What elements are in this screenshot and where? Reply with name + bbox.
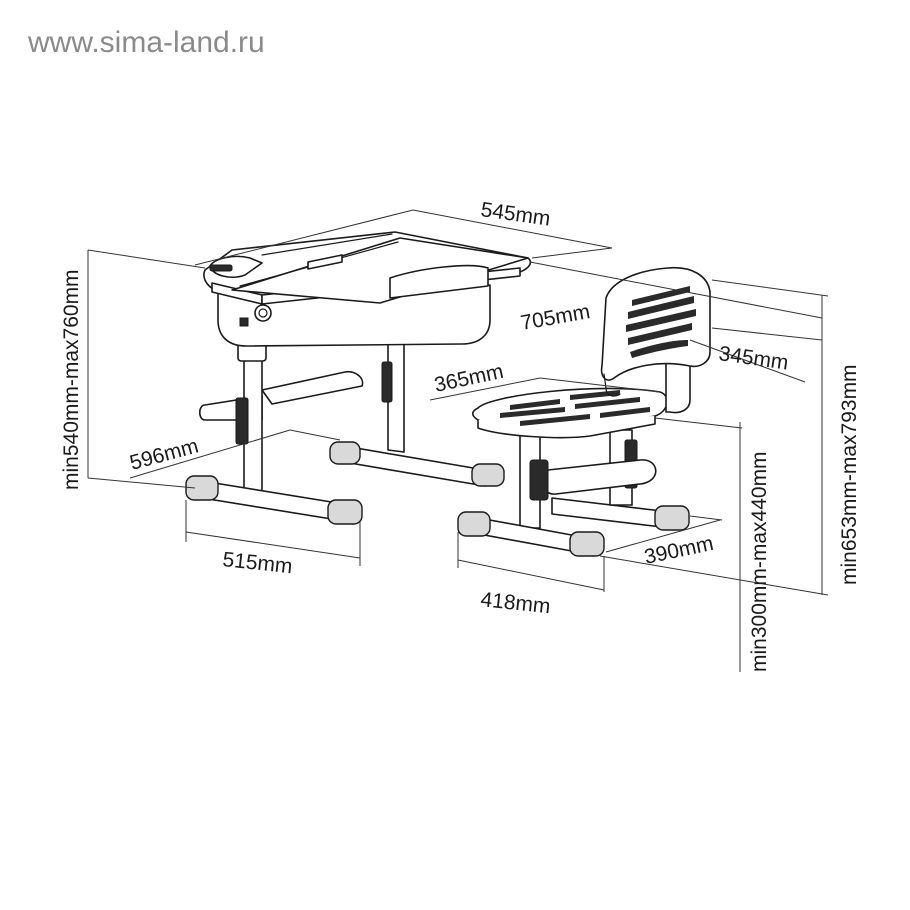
chair-base-rear — [551, 497, 690, 531]
chair-backrest — [600, 267, 711, 397]
chair-base-depth-label: 390mm — [642, 532, 715, 569]
chair-drawing — [457, 267, 711, 557]
desk-base-front — [185, 475, 363, 525]
watermark-text: www.sima-land.ru — [27, 26, 265, 59]
chair-seat-depth-label: 365mm — [432, 360, 505, 397]
desk-base-width-label: 515mm — [221, 548, 293, 578]
chair-back-width-label: 345mm — [717, 342, 790, 375]
desk-height-label: min540mm-max760mm — [60, 269, 83, 490]
desk-base-rear — [329, 441, 505, 487]
desk-top — [203, 231, 532, 305]
dimension-lines — [87, 209, 829, 672]
chair-base-front — [457, 511, 605, 557]
desk-width-label: 705mm — [519, 300, 592, 335]
chair-height-label: min653mm-max793mm — [838, 364, 861, 585]
desk-base-depth-label: 596mm — [127, 434, 201, 474]
chair-seat — [471, 387, 668, 439]
chair-seat-height-label: min300mm-max440mm — [748, 451, 771, 672]
desk-drawing — [185, 231, 532, 525]
chair-base-width-label: 418mm — [479, 588, 551, 618]
desk-depth-label: 545mm — [479, 198, 552, 231]
